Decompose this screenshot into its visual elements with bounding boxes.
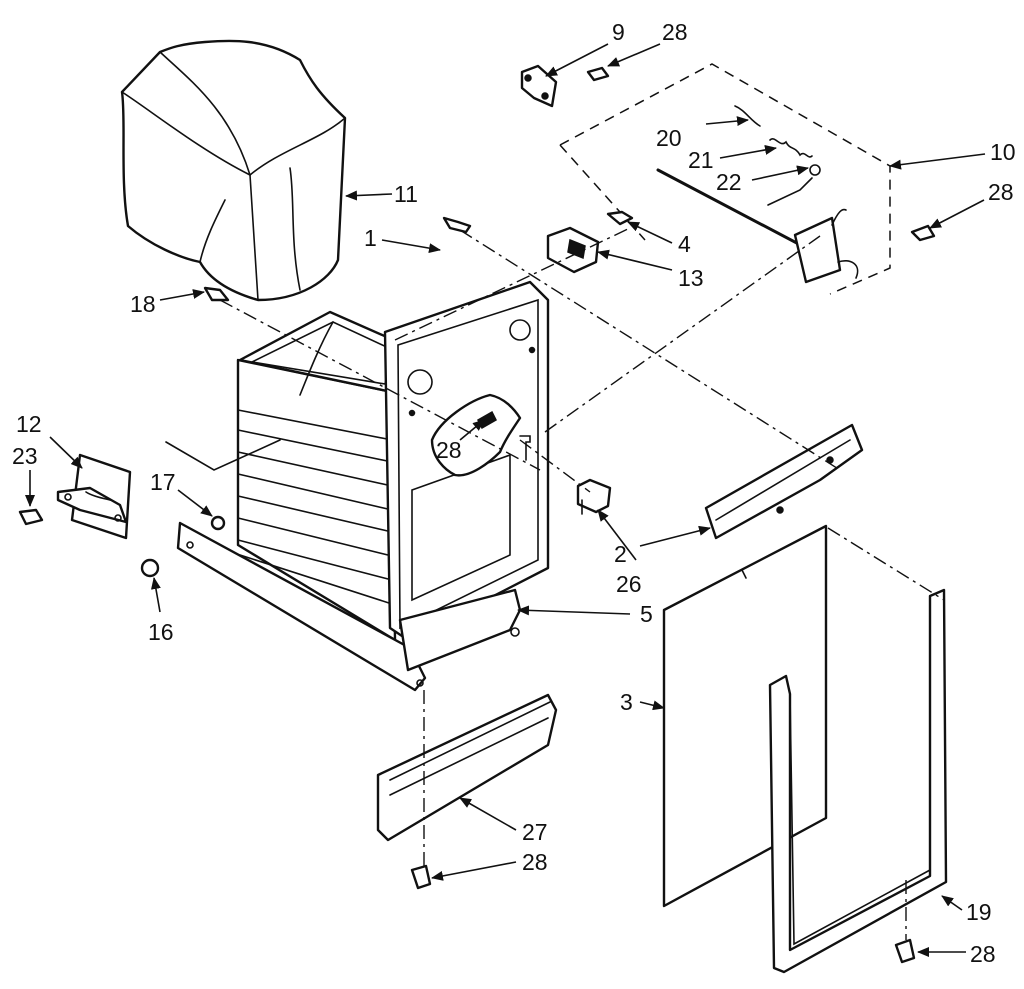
door-clip bbox=[576, 478, 612, 515]
callout-11: 11 bbox=[394, 181, 418, 207]
callout-28-corner: 28 bbox=[970, 941, 996, 967]
callout-4: 4 bbox=[678, 231, 691, 257]
callout-1: 1 bbox=[364, 225, 377, 251]
callout-2: 2 bbox=[614, 541, 627, 567]
alignment-lines bbox=[165, 227, 945, 940]
leader-arrows bbox=[25, 43, 986, 957]
callout-5: 5 bbox=[640, 601, 653, 627]
fasteners bbox=[18, 66, 936, 964]
callout-21: 21 bbox=[688, 147, 714, 173]
callout-labels: 9 28 20 21 22 10 28 11 1 4 13 18 12 23 1… bbox=[12, 19, 1016, 967]
top-trim bbox=[704, 423, 864, 540]
callout-16: 16 bbox=[148, 619, 174, 645]
callout-28-top: 28 bbox=[662, 19, 688, 45]
glass-panel bbox=[662, 524, 828, 908]
panel-frame bbox=[768, 588, 948, 974]
callout-26: 26 bbox=[616, 571, 642, 597]
callout-19: 19 bbox=[966, 899, 992, 925]
callout-22: 22 bbox=[716, 169, 742, 195]
callout-28-right: 28 bbox=[988, 179, 1014, 205]
callout-12: 12 bbox=[16, 411, 42, 437]
callout-20: 20 bbox=[656, 125, 682, 151]
callout-17: 17 bbox=[150, 469, 176, 495]
callout-28-bottom: 28 bbox=[522, 849, 548, 875]
callout-3: 3 bbox=[620, 689, 633, 715]
callout-10: 10 bbox=[990, 139, 1016, 165]
cabinet-body bbox=[176, 280, 550, 692]
callout-27: 27 bbox=[522, 819, 548, 845]
mount-bracket bbox=[520, 64, 558, 108]
callout-18: 18 bbox=[130, 291, 156, 317]
liner-bag bbox=[120, 39, 347, 302]
callout-9: 9 bbox=[612, 19, 625, 45]
latch-block bbox=[546, 226, 600, 274]
hinge-bracket bbox=[56, 453, 132, 540]
callout-13: 13 bbox=[678, 265, 704, 291]
callout-28-center: 28 bbox=[436, 437, 462, 463]
lower-trim bbox=[376, 693, 558, 842]
callout-23: 23 bbox=[12, 443, 38, 469]
